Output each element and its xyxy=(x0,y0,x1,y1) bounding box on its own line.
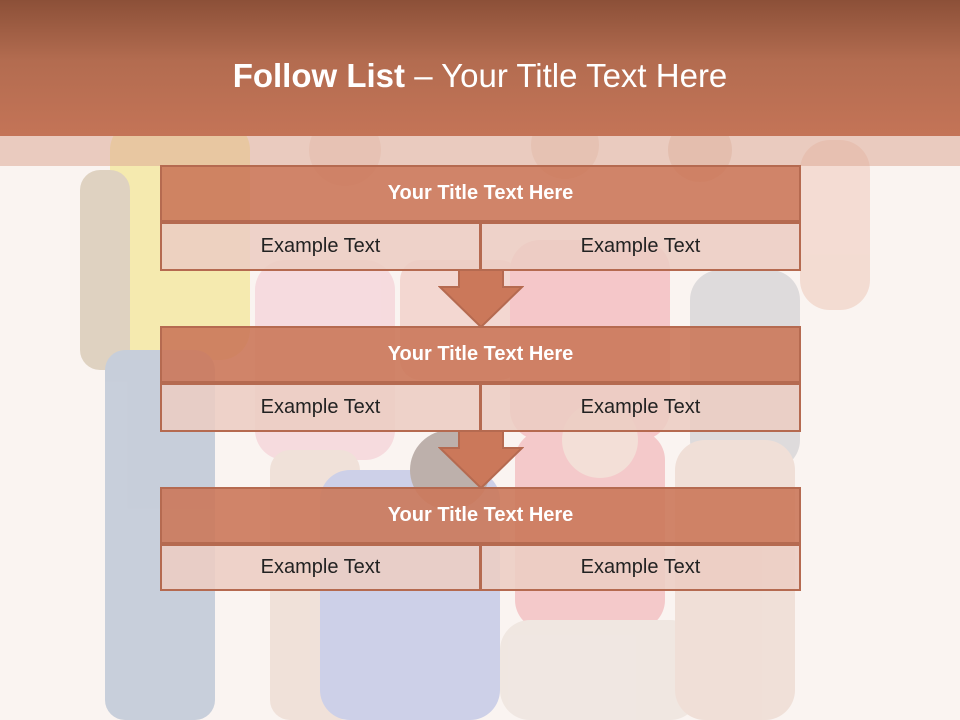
step-right-text: Example Text xyxy=(480,544,801,591)
step-left-text: Example Text xyxy=(160,222,481,271)
step-title: Your Title Text Here xyxy=(160,326,801,383)
step-title: Your Title Text Here xyxy=(160,487,801,544)
step-left-text: Example Text xyxy=(160,544,481,591)
slide-title-bold: Follow List xyxy=(232,57,406,94)
step-right-text: Example Text xyxy=(480,383,801,432)
down-arrow-icon xyxy=(438,269,524,329)
down-arrow-icon xyxy=(438,430,524,490)
header-bar xyxy=(0,0,960,136)
header-band xyxy=(0,136,960,166)
step-right-text: Example Text xyxy=(480,222,801,271)
slide-title: Follow List – Your Title Text Here xyxy=(0,52,960,100)
slide-title-rest: – Your Title Text Here xyxy=(414,57,728,94)
step-left-text: Example Text xyxy=(160,383,481,432)
step-title: Your Title Text Here xyxy=(160,165,801,222)
